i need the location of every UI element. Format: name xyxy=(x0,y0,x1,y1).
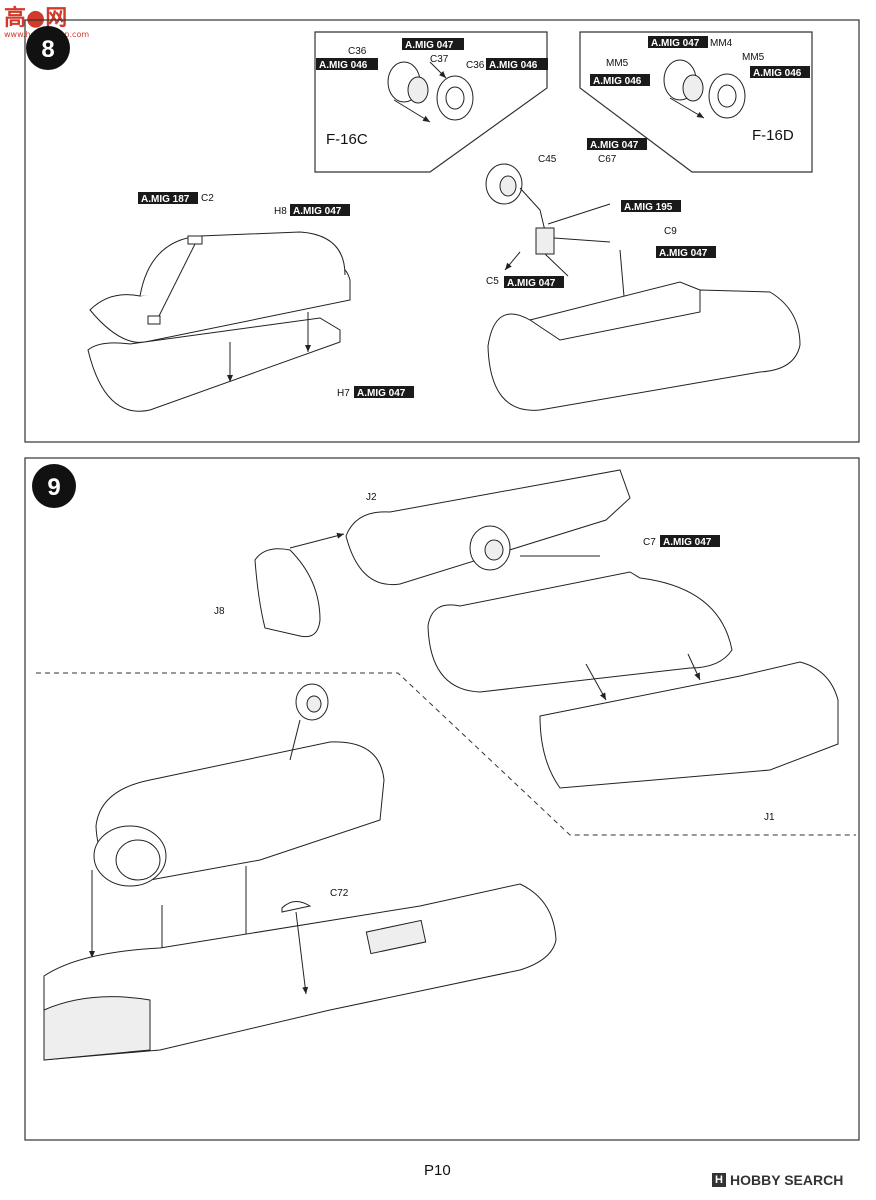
paint-tag: A.MIG 047 xyxy=(354,386,414,399)
callout-part: J8 xyxy=(214,606,225,617)
step-9-panel: 9 J2 J8 C7 A.MIG 047 J1 xyxy=(24,457,860,1141)
f16c-inset-frame xyxy=(314,31,548,173)
callout-part: H7 xyxy=(337,388,350,399)
step-8-panel: 8 C36 A.MIG 046 A.MIG 047 C37 C36 xyxy=(24,19,860,443)
step-8-frame xyxy=(24,19,860,443)
step-8-number-badge: 8 xyxy=(26,26,70,70)
svg-text:A.MIG 046: A.MIG 046 xyxy=(319,60,368,71)
callout-part: C36 xyxy=(466,60,485,71)
paint-tag: A.MIG 047 xyxy=(656,246,716,259)
paint-tag: A.MIG 046 xyxy=(750,66,810,79)
paint-tag: A.MIG 046 xyxy=(316,58,378,71)
wheel-well-assembly-left: A.MIG 187 C2 H8 A.MIG 047 H7 A.MIG 047 xyxy=(87,192,414,412)
svg-text:A.MIG 047: A.MIG 047 xyxy=(405,40,454,51)
strut-c45 xyxy=(519,187,547,236)
subassembly-separator xyxy=(36,672,856,836)
svg-text:A.MIG 046: A.MIG 046 xyxy=(593,76,642,87)
svg-text:A.MIG 047: A.MIG 047 xyxy=(590,140,639,151)
callout-part: C67 xyxy=(598,154,617,165)
paint-tag: A.MIG 047 xyxy=(290,204,350,217)
f16d-wheel-inset: A.MIG 047 MM4 MM5 A.MIG 046 MM5 A.MIG 04… xyxy=(579,31,813,173)
intake-mouth xyxy=(93,825,167,887)
callout-part: C5 xyxy=(486,276,499,287)
callout-part: MM5 xyxy=(742,52,765,63)
svg-text:A.MIG 047: A.MIG 047 xyxy=(659,248,708,259)
lower-well-half-h7 xyxy=(87,317,341,412)
svg-text:A.MIG 047: A.MIG 047 xyxy=(663,537,712,548)
paint-tag: A.MIG 187 xyxy=(138,192,198,205)
paint-tag: A.MIG 047 xyxy=(402,38,464,51)
assembled-intake xyxy=(89,683,385,1004)
hobby-search-icon: H xyxy=(712,1173,726,1187)
callout-part: J1 xyxy=(764,812,775,823)
cockpit-area xyxy=(43,996,151,1061)
callout-part: C45 xyxy=(538,154,557,165)
paint-tag: A.MIG 047 xyxy=(587,138,647,151)
svg-text:A.MIG 047: A.MIG 047 xyxy=(651,38,700,49)
callout-part: C37 xyxy=(430,54,449,65)
variant-label-f16c: F-16C xyxy=(326,131,368,148)
paint-tag: A.MIG 047 xyxy=(648,36,708,49)
source-text: HOBBY SEARCH xyxy=(730,1172,844,1188)
part-j8 xyxy=(254,548,321,638)
part-c2 xyxy=(187,235,203,245)
source-badge: H HOBBY SEARCH xyxy=(712,1172,843,1188)
callout-part: C36 xyxy=(348,46,367,57)
page-number: P10 xyxy=(424,1162,451,1179)
watermark-logo: 高●网 xyxy=(4,6,68,31)
callout-part: C9 xyxy=(664,226,677,237)
svg-text:A.MIG 047: A.MIG 047 xyxy=(507,278,556,289)
strut-body xyxy=(535,227,555,255)
svg-text:A.MIG 046: A.MIG 046 xyxy=(489,60,538,71)
step-9-frame xyxy=(24,457,860,1141)
link-c67 xyxy=(547,203,611,225)
paint-tag: A.MIG 047 xyxy=(660,535,720,548)
bay-insert xyxy=(528,281,701,341)
paint-tag: A.MIG 195 xyxy=(621,200,681,213)
drag-brace-c9 xyxy=(553,237,611,243)
callout-part: H8 xyxy=(274,206,287,217)
wheel-hub xyxy=(407,76,429,104)
fuselage-body xyxy=(43,883,557,1061)
paint-tag: A.MIG 047 xyxy=(504,276,564,289)
step-9-number-badge: 9 xyxy=(32,464,76,508)
step-9-number: 9 xyxy=(47,474,60,501)
f16d-inset-frame xyxy=(579,31,813,173)
fuselage-lower: C72 xyxy=(43,883,557,1061)
intake-subassembly: J2 J8 C7 A.MIG 047 J1 xyxy=(214,469,839,823)
callout-part: J2 xyxy=(366,492,377,503)
part-c72 xyxy=(281,901,312,913)
svg-text:A.MIG 047: A.MIG 047 xyxy=(357,388,406,399)
tire-right xyxy=(436,75,474,121)
callout-part: MM4 xyxy=(710,38,733,49)
svg-text:A.MIG 187: A.MIG 187 xyxy=(141,194,190,205)
wheel-hub xyxy=(682,74,704,102)
callout-part: C2 xyxy=(201,193,214,204)
tire-right xyxy=(708,73,746,119)
paint-tag: A.MIG 046 xyxy=(486,58,548,71)
nose-gear-assembly: C45 A.MIG 047 C67 A.MIG 195 C9 A.MIG 047… xyxy=(485,138,801,411)
f16c-wheel-inset: C36 A.MIG 046 A.MIG 047 C37 C36 A.MIG 04… xyxy=(314,31,548,173)
part-j1 xyxy=(539,661,839,789)
callout-part: MM5 xyxy=(606,58,629,69)
lower-intake-shell xyxy=(427,571,733,693)
step-8-number: 8 xyxy=(41,36,54,63)
access-panel xyxy=(365,919,427,955)
svg-text:A.MIG 046: A.MIG 046 xyxy=(753,68,802,79)
paint-tag: A.MIG 046 xyxy=(590,74,650,87)
svg-text:A.MIG 195: A.MIG 195 xyxy=(624,202,673,213)
variant-label-f16d: F-16D xyxy=(752,127,794,144)
callout-part: C72 xyxy=(330,888,349,899)
callout-part: C7 xyxy=(643,537,656,548)
svg-text:A.MIG 047: A.MIG 047 xyxy=(293,206,342,217)
